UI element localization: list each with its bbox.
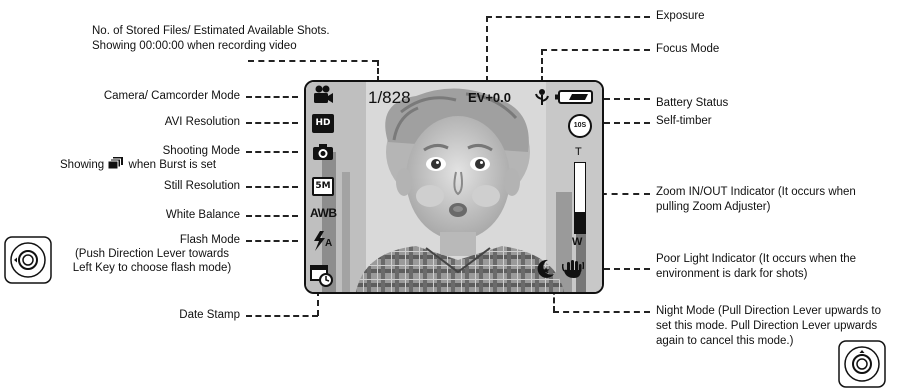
leader-line [246,315,318,317]
preview-photo [306,82,602,292]
burst-note-pre: Showing [60,159,105,171]
leader-line [604,98,650,100]
shooting-mode-label: Shooting Mode [162,145,240,157]
white-balance-label: White Balance [165,209,240,221]
leader-line [246,215,298,217]
leader-line [317,290,319,316]
battery-status-label: Battery Status [656,97,729,109]
stored-files-label-line2: Showing 00:00:00 when recording video [92,40,297,52]
burst-note-label: Showing when Burst is set [60,157,216,172]
date-stamp-icon [310,265,333,287]
leader-line [246,186,298,188]
leader-line [604,122,650,124]
self-timer-icon: 10S [568,114,592,138]
flash-auto-text: A [325,238,333,249]
white-balance-icon: AWB [310,206,337,220]
avi-resolution-label: AVI Resolution [164,116,240,128]
burst-icon [107,157,124,170]
leader-line [553,280,555,312]
hd-resolution-icon: HD [312,114,334,133]
stored-files-label-line1: No. of Stored Files/ Estimated Available… [92,25,330,37]
direction-pad-icon [4,236,52,284]
still-resolution-icon: 5M [312,177,334,196]
leader-line [590,193,650,195]
focus-mode-label: Focus Mode [656,43,720,55]
leader-line [246,122,298,124]
leader-line [248,60,378,62]
camera-icon [313,144,333,160]
night-mode-label-line3: again to cancel this mode.) [656,335,794,347]
macro-flower-icon [535,89,549,105]
camcorder-icon [314,85,333,103]
flash-mode-label: Flash Mode [179,234,240,246]
burst-note-post: when Burst is set [128,159,217,171]
leader-line [604,268,650,270]
leader-line [246,240,298,242]
zoom-indicator-label-line1: Zoom IN/OUT Indicator (It occurs when [656,186,856,198]
exposure-label: Exposure [656,10,705,22]
date-stamp-label: Date Stamp [179,309,240,321]
leader-line [541,49,650,51]
night-mode-icon [537,259,554,278]
leader-line [377,60,379,82]
night-mode-label-line1: Night Mode (Pull Direction Lever upwards… [656,305,881,317]
leader-line [246,96,298,98]
camera-mode-label: Camera/ Camcorder Mode [103,90,240,102]
still-resolution-label: Still Resolution [163,180,240,192]
zoom-tele-label: T [575,146,582,158]
flash-mode-note-line2: Left Key to choose flash mode) [72,262,232,274]
poor-light-label-line2: environment is dark for shots) [656,268,808,280]
self-timer-label: Self-timber [656,115,712,127]
leader-line [553,311,650,313]
direction-pad-icon [838,340,886,388]
shake-hand-icon [562,260,584,278]
leader-line [246,151,298,153]
poor-light-label-line1: Poor Light Indicator (It occurs when the [656,253,857,265]
night-mode-label-line2: set this mode. Pull Direction Lever upwa… [656,320,878,332]
file-count: 1/828 [368,88,411,107]
leader-line [486,16,488,82]
zoom-indicator-label-line2: pulling Zoom Adjuster) [656,201,771,213]
leader-line [541,49,543,82]
leader-line [486,16,650,18]
lcd-screen: 1/828 EV+0.0 HD 5M AWB A [304,80,604,294]
flash-icon: A [312,230,336,252]
battery-icon [555,90,593,104]
zoom-bar-fill [575,212,585,233]
zoom-bar [574,162,586,234]
zoom-wide-label: W [572,236,583,248]
flash-mode-note-line1: (Push Direction Lever towards [74,248,230,260]
exposure-value: EV+0.0 [468,90,512,105]
